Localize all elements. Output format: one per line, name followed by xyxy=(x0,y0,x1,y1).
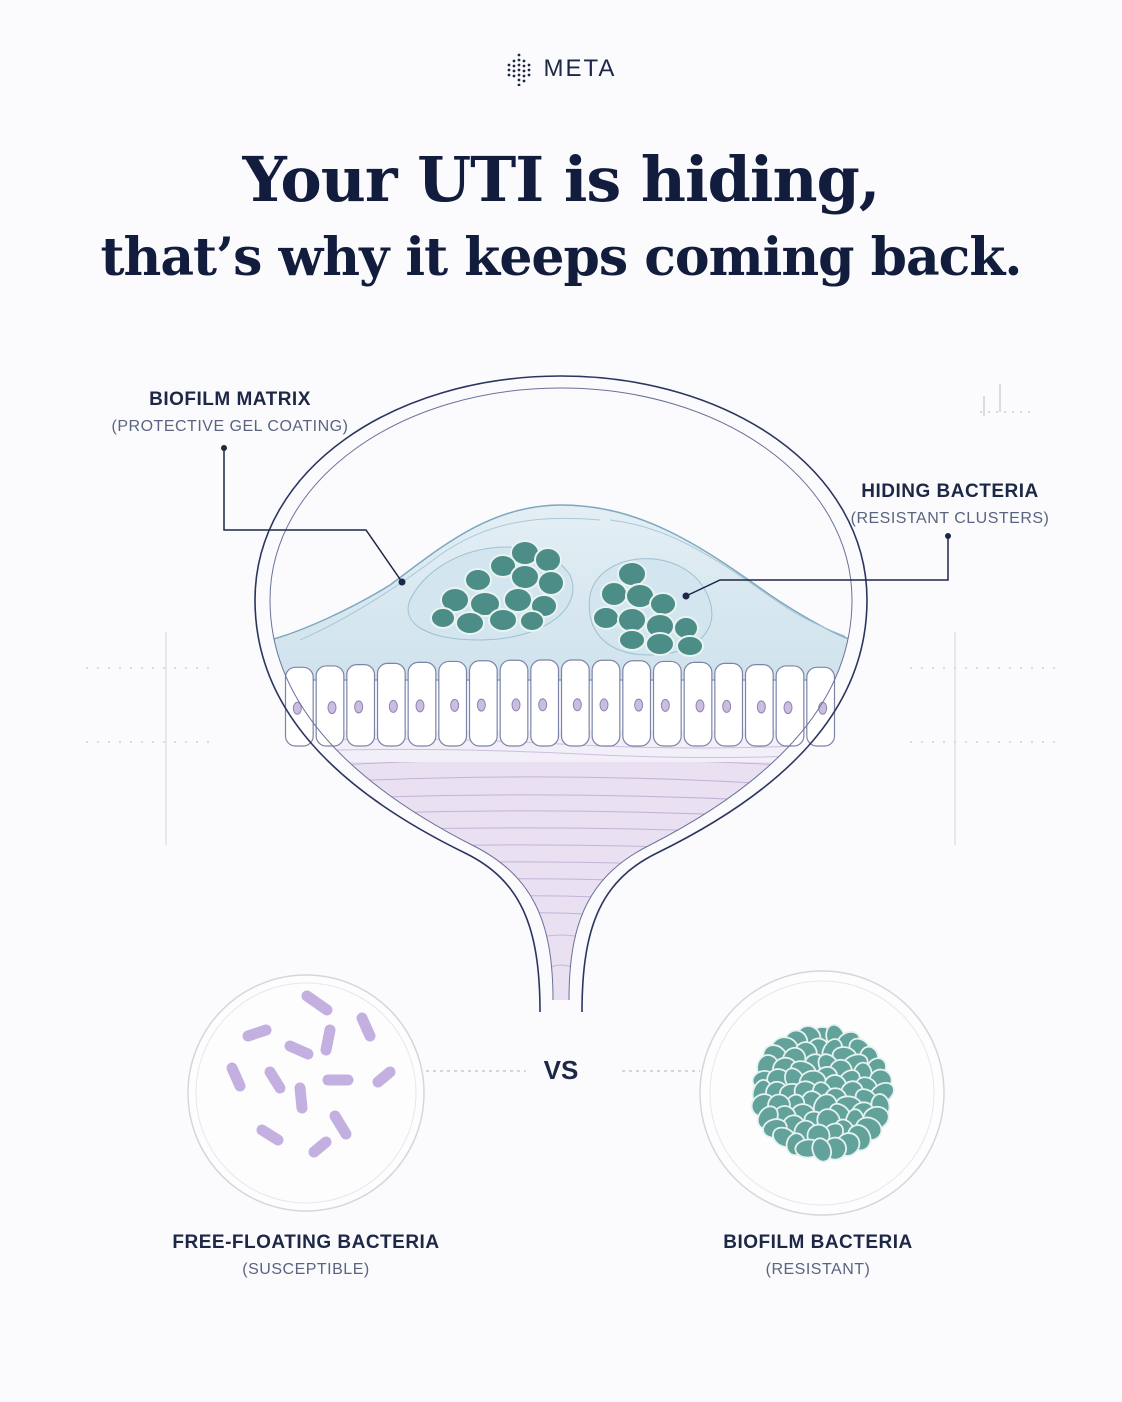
free-floating-bacterium xyxy=(256,1124,284,1146)
callout-hiding-bacteria: HIDING BACTERIA (RESISTANT CLUSTERS) xyxy=(800,481,1100,528)
callout-biofilm-matrix-title: BIOFILM MATRIX xyxy=(149,389,311,410)
callout-hiding-bacteria-title: HIDING BACTERIA xyxy=(861,481,1039,502)
free-floating-bacterium xyxy=(320,1024,336,1056)
free-floating-bacterium xyxy=(242,1024,272,1042)
label-biofilm-subtitle: (RESISTANT) xyxy=(765,1261,871,1278)
free-floating-bacterium xyxy=(356,1012,376,1042)
decorative-guides xyxy=(86,384,1056,845)
brand-name: META xyxy=(543,55,617,82)
free-floating-bacterium xyxy=(308,1136,332,1158)
epithelial-cell-layer xyxy=(284,659,836,747)
label-biofilm-bacteria: BIOFILM BACTERIA (RESISTANT) xyxy=(648,1232,988,1279)
free-floating-bacterium xyxy=(294,1082,308,1114)
leader-line-biofilm-matrix xyxy=(221,445,406,586)
cell-nucleus xyxy=(476,698,486,712)
cell-nucleus xyxy=(634,698,644,712)
hiding-bacteria-cluster-left xyxy=(430,540,565,635)
bladder-outline xyxy=(254,375,868,1013)
cell-nucleus xyxy=(818,701,828,715)
biofilm-bacterium xyxy=(811,1137,833,1163)
cell-nucleus xyxy=(415,699,425,713)
cell-nucleus xyxy=(599,698,609,712)
free-floating-bacterium xyxy=(226,1062,246,1092)
brand-header: META xyxy=(0,52,1122,86)
callout-hiding-bacteria-subtitle: (RESISTANT CLUSTERS) xyxy=(850,510,1050,527)
headline: Your UTI is hiding, that’s why it keeps … xyxy=(0,138,1122,294)
cell-nucleus xyxy=(756,700,766,714)
waveform-dots-logo-icon xyxy=(507,53,530,86)
label-free-floating-bacteria: FREE-FLOATING BACTERIA (SUSCEPTIBLE) xyxy=(116,1232,496,1279)
free-floating-bacterium xyxy=(301,990,333,1016)
cell-nucleus xyxy=(695,699,705,713)
cell-nucleus xyxy=(783,701,793,715)
headline-line-1: Your UTI is hiding, xyxy=(242,143,881,216)
free-floating-bacterium xyxy=(372,1066,396,1088)
cell-nucleus xyxy=(292,701,302,715)
leader-line-hiding-bacteria xyxy=(682,533,951,600)
free-floating-bacteria-circle xyxy=(187,974,425,1212)
cell-nucleus xyxy=(450,698,460,712)
cell-nucleus xyxy=(327,701,337,715)
vs-label: VS xyxy=(543,1055,579,1085)
free-floating-bacterium xyxy=(329,1110,352,1140)
cell-nucleus xyxy=(572,698,582,712)
cell-nucleus xyxy=(354,700,364,714)
free-floating-bacterium xyxy=(264,1066,286,1094)
label-free-floating-title: FREE-FLOATING BACTERIA xyxy=(172,1232,440,1253)
cell-nucleus xyxy=(511,698,521,712)
cell-nucleus xyxy=(388,699,398,713)
callout-biofilm-matrix-subtitle: (PROTECTIVE GEL COATING) xyxy=(111,418,349,435)
hiding-bacteria-cluster-right xyxy=(592,561,704,657)
biofilm-bacteria-circle xyxy=(699,970,945,1216)
label-free-floating-subtitle: (SUSCEPTIBLE) xyxy=(242,1261,370,1278)
cell-nucleus xyxy=(538,698,548,712)
callout-biofilm-matrix: BIOFILM MATRIX (PROTECTIVE GEL COATING) xyxy=(60,389,400,436)
label-biofilm-title: BIOFILM BACTERIA xyxy=(723,1232,913,1253)
headline-line-2: that’s why it keeps coming back. xyxy=(100,227,1023,288)
cell-nucleus xyxy=(660,698,670,712)
cell-nucleus xyxy=(722,699,732,713)
free-floating-bacterium xyxy=(284,1040,314,1060)
